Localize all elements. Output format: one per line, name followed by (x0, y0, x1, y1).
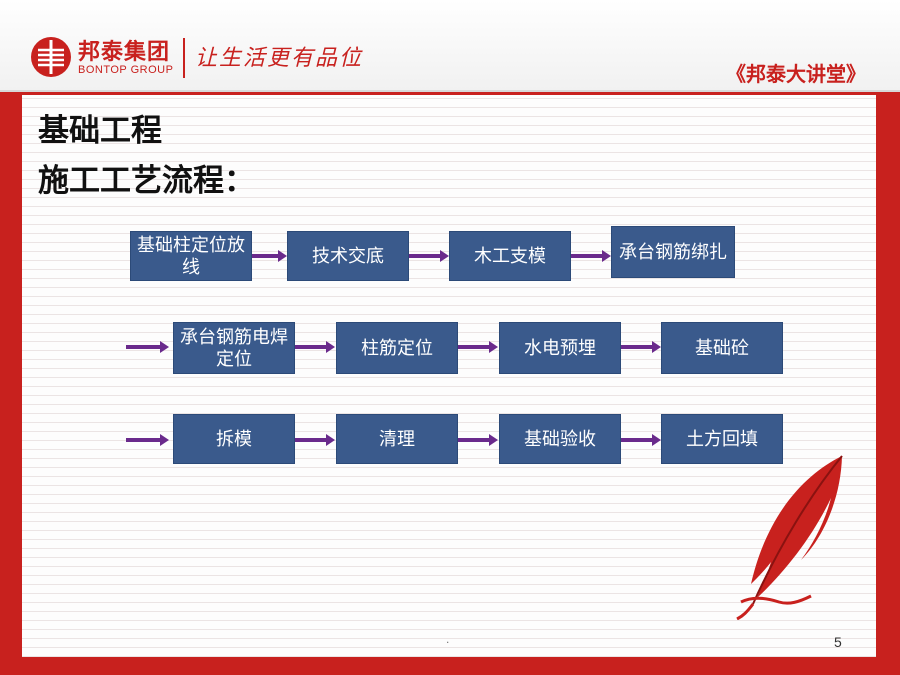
bontop-logo-icon (31, 37, 71, 77)
flow-arrow (458, 341, 498, 353)
flow-arrow (295, 341, 335, 353)
flow-arrow (252, 250, 287, 262)
flow-step: 基础验收 (499, 414, 621, 464)
flow-step: 拆模 (173, 414, 295, 464)
flow-arrow (458, 434, 498, 446)
flow-arrow (571, 250, 611, 262)
flow-arrow (409, 250, 449, 262)
feather-quill-icon (736, 455, 843, 620)
flow-step: 承台钢筋电焊定位 (173, 322, 295, 374)
flow-step: 清理 (336, 414, 458, 464)
brand-name-en: BONTOP GROUP (78, 64, 174, 76)
brand-slogan: 让生活更有品位 (195, 46, 364, 71)
series-title: 《邦泰大讲堂》 (726, 62, 866, 86)
flow-step: 柱筋定位 (336, 322, 458, 374)
flow-arrow (126, 341, 169, 353)
page-number: 5 (834, 634, 842, 650)
flow-step: 基础砼 (661, 322, 783, 374)
flow-step: 土方回填 (661, 414, 783, 464)
flow-step: 水电预埋 (499, 322, 621, 374)
flow-arrow (621, 434, 661, 446)
flow-step: 技术交底 (287, 231, 409, 281)
footer-mark: . (446, 632, 450, 646)
flow-step: 基础柱定位放线 (130, 231, 252, 281)
content-area: 基础工程 施工工艺流程： 基础柱定位放线 技术交底 木工支模 承台钢筋绑扎 承台… (22, 95, 876, 657)
flow-arrow (126, 434, 169, 446)
flow-step: 木工支模 (449, 231, 571, 281)
flow-step: 承台钢筋绑扎 (611, 226, 735, 278)
flow-arrow (621, 341, 661, 353)
header-divider (183, 38, 185, 78)
brand-name-cn: 邦泰集团 (78, 39, 171, 64)
header-bar: 邦泰集团 BONTOP GROUP 让生活更有品位 《邦泰大讲堂》 (0, 0, 900, 92)
flow-arrow (295, 434, 335, 446)
slide-subheading: 施工工艺流程： (38, 163, 255, 198)
slide-heading: 基础工程 (38, 113, 162, 148)
